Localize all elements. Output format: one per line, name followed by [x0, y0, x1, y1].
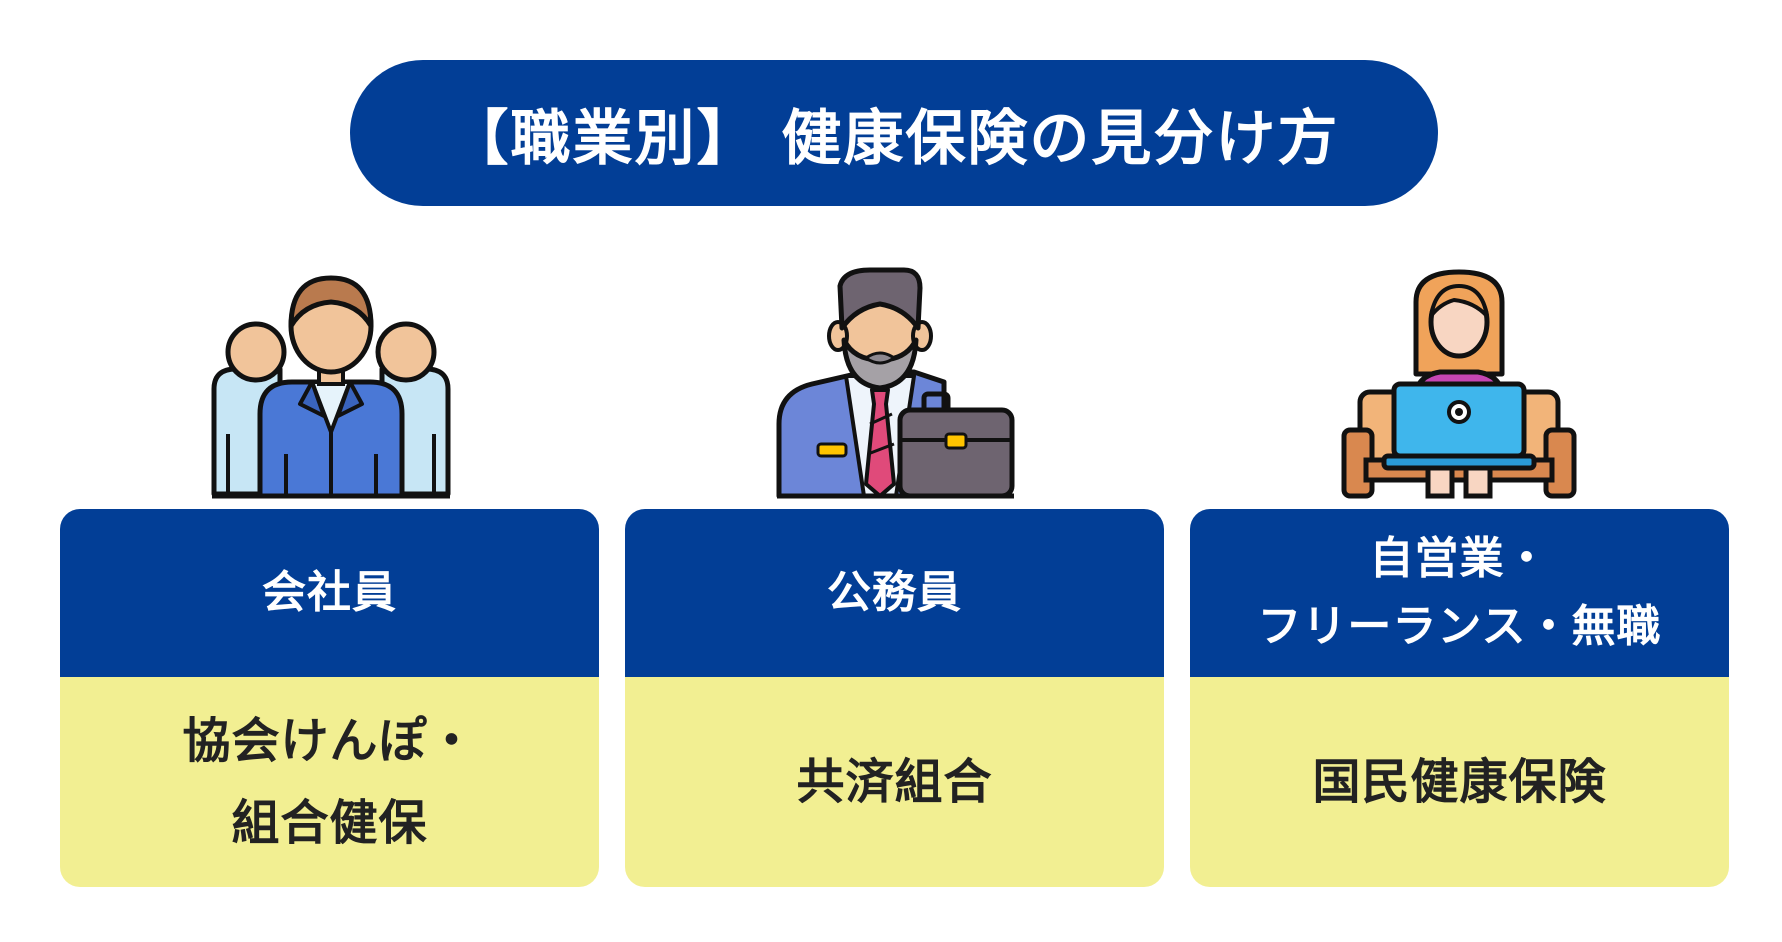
insurance-type: 協会けんぽ・ 組合健保 [60, 677, 599, 887]
occupation-heading-line: フリーランス・無職 [1257, 601, 1662, 652]
occupation-card-civil-servant: 公務員 共済組合 [625, 509, 1164, 887]
civil-servant-icon [776, 267, 1015, 499]
insurance-type: 国民健康保険 [1190, 677, 1729, 887]
occupation-heading: 公務員 [625, 509, 1164, 677]
insurance-type-line: 共済組合 [796, 754, 993, 810]
insurance-type-line: 組合健保 [231, 795, 428, 851]
occupation-card-self-employed: 自営業・ フリーランス・無職 国民健康保険 [1190, 509, 1729, 887]
occupation-card-employee: 会社員 協会けんぽ・ 組合健保 [60, 509, 599, 887]
insurance-type-line: 協会けんぽ・ [182, 713, 477, 769]
insurance-type-line: 国民健康保険 [1312, 754, 1607, 810]
insurance-type: 共済組合 [625, 677, 1164, 887]
freelancer-laptop-icon [1341, 269, 1577, 499]
occupation-heading: 会社員 [60, 509, 599, 677]
occupation-heading-line: 会社員 [262, 567, 397, 618]
office-workers-icon [211, 275, 451, 499]
occupation-heading-line: 自営業・ [1369, 533, 1550, 584]
page-title: 【職業別】 健康保険の見分け方 [350, 60, 1438, 206]
occupation-heading-line: 公務員 [827, 567, 962, 618]
occupation-heading: 自営業・ フリーランス・無職 [1190, 509, 1729, 677]
